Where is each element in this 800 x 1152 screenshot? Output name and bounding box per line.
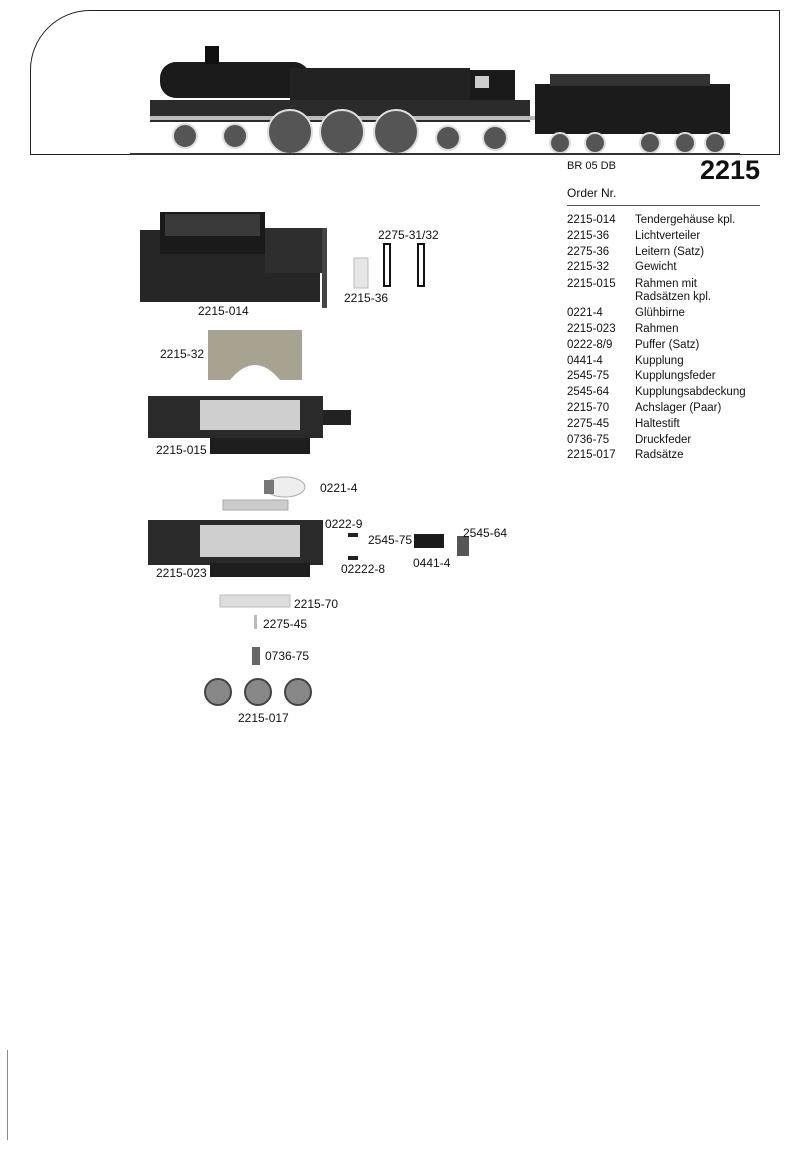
model-number: 2215: [700, 155, 761, 185]
label-pin: 2275-45: [263, 617, 308, 631]
label-compression-spring: 0736-75: [265, 649, 310, 663]
coupling-cover-part: [457, 536, 469, 556]
label-frame-complete: 2215-015: [156, 443, 207, 457]
weight-part: [208, 330, 302, 380]
contact-plate-part: [222, 499, 289, 511]
label-bulb: 0221-4: [320, 481, 358, 495]
model-name: BR 05 DB: [567, 160, 616, 172]
light-distributor-part: [353, 257, 369, 289]
locomotive-illustration: [130, 46, 740, 155]
label-cover: 2545-64: [463, 526, 508, 540]
scan-edge-line: [7, 1050, 8, 1140]
label-axle-bearing: 2215-70: [294, 597, 339, 611]
label-wheelsets: 2215-017: [238, 711, 289, 725]
label-weight: 2215-32: [160, 347, 205, 361]
tender-housing-part: [140, 212, 327, 308]
exploded-parts-diagram: [140, 212, 469, 706]
wheelsets-part: [204, 678, 312, 706]
track: [130, 153, 740, 155]
frame-part: [148, 520, 323, 577]
pin-part: [254, 615, 257, 629]
coupling-part: [414, 534, 444, 548]
axle-bearing-part: [219, 594, 291, 608]
compression-spring-part: [252, 647, 260, 665]
label-coupling: 0441-4: [413, 556, 451, 570]
locomotive-wheels: [172, 109, 508, 155]
label-spring: 2545-75: [368, 533, 413, 547]
frame-complete-part: [148, 396, 351, 454]
label-buffer-9: 0222-9: [325, 517, 363, 531]
order-label: Order Nr.: [567, 186, 617, 200]
divider: [567, 205, 760, 206]
label-frame: 2215-023: [156, 566, 207, 580]
label-buffer-8: 02222-8: [341, 562, 386, 576]
ladders-part: [383, 243, 425, 287]
tender: [535, 74, 730, 154]
buffers-part: [348, 533, 358, 560]
label-ladders: 2275-31/32: [378, 228, 439, 242]
label-tender-housing: 2215-014: [198, 304, 249, 318]
bulb-part: [264, 476, 306, 498]
label-light-distributor: 2215-36: [344, 291, 389, 305]
